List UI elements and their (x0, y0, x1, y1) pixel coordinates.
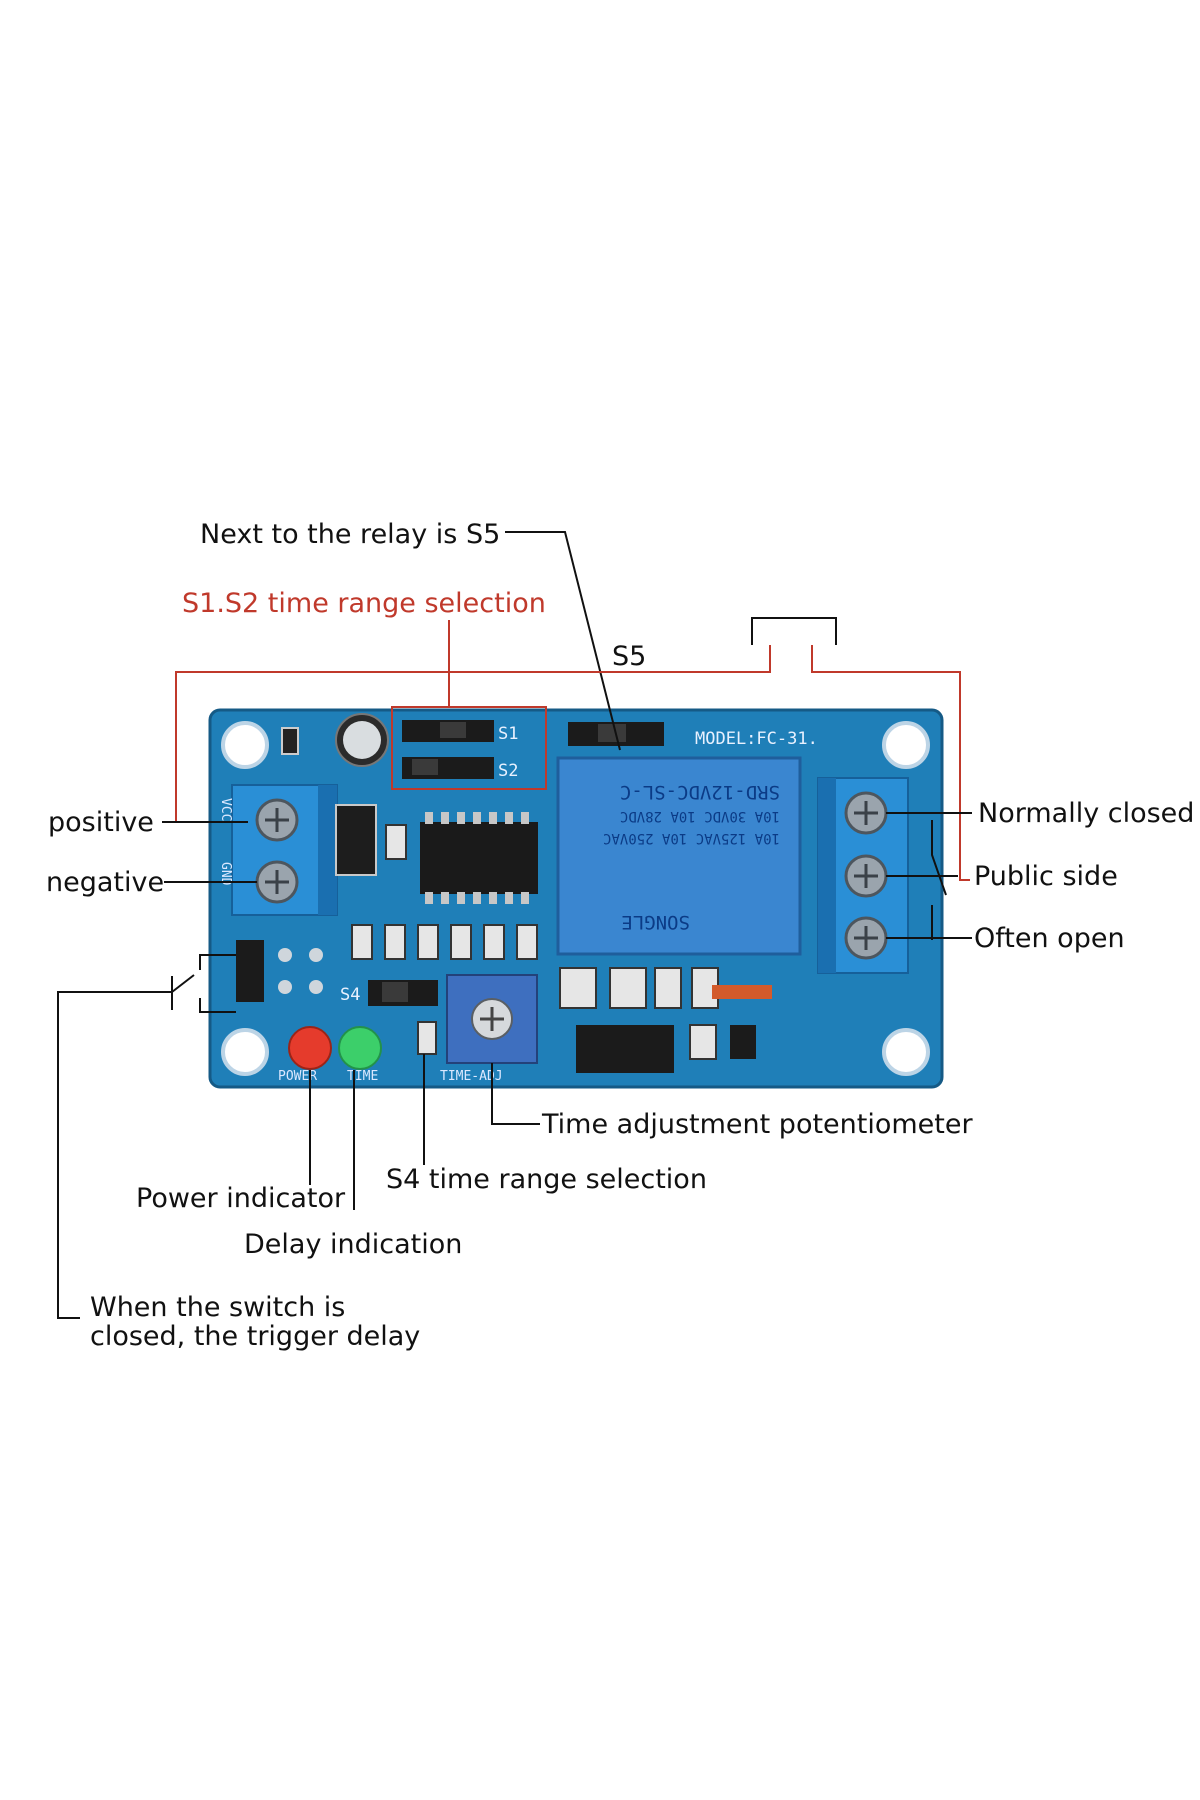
power-silk: POWER (278, 1069, 317, 1084)
s1-s2-jumpers (402, 720, 494, 779)
external-contact-symbol (931, 820, 947, 940)
relay (556, 756, 802, 956)
trigger-leader (57, 991, 172, 1319)
lower-right-components (559, 967, 772, 1073)
model-label: MODEL:FC-31. (695, 729, 818, 749)
relay-model: SRD-12VDC-SL-C (620, 781, 780, 803)
mounting-hole (221, 1028, 269, 1076)
time-adj-silk: TIME-ADJ (440, 1069, 503, 1084)
relay-switch-symbol (751, 617, 837, 645)
trigger-header (236, 940, 323, 1002)
public-side-label: Public side (974, 861, 1118, 892)
time-silk: TIME (347, 1069, 378, 1084)
input-terminal-block (231, 784, 338, 916)
relay-rating-1: 10A 30VDC 10A 28VDC (620, 808, 780, 824)
s5-label: S5 (612, 641, 646, 672)
transistor (335, 804, 377, 876)
pot-leader (491, 1063, 540, 1125)
smd-resistor (385, 824, 407, 860)
switch-note-line1: When the switch is (90, 1292, 345, 1323)
gnd-silk: GND (218, 862, 233, 886)
time-adj-pot-label: Time adjustment potentiometer (541, 1109, 973, 1140)
smd-resistor (417, 1021, 437, 1055)
relay-brand: SONGLE (621, 911, 690, 933)
smd-component (281, 727, 299, 755)
delay-indication-label: Delay indication (244, 1229, 462, 1260)
s1s2-title: S1.S2 time range selection (182, 588, 546, 619)
vcc-silk: VCC (218, 798, 233, 821)
relay-rating-2: 10A 125VAC 10A 250VAC (603, 830, 780, 846)
positive-label: positive (48, 807, 154, 838)
s5-note-leader (505, 531, 621, 751)
smd-row (351, 924, 538, 960)
s4-range-label: S4 time range selection (386, 1164, 707, 1195)
mounting-hole (882, 1028, 930, 1076)
s1-silk: S1 (498, 724, 518, 744)
often-open-label: Often open (974, 923, 1125, 954)
s4-silk: S4 (340, 985, 360, 1005)
time-led (338, 1026, 382, 1070)
power-led (288, 1026, 332, 1070)
power-indicator-label: Power indicator (136, 1183, 346, 1214)
normally-closed-label: Normally closed (978, 798, 1194, 829)
output-terminal-block (817, 777, 909, 974)
capacitor (335, 713, 389, 767)
s2-silk: S2 (498, 761, 518, 781)
switch-note-line2: closed, the trigger delay (90, 1321, 420, 1352)
timer-ic (420, 812, 538, 904)
negative-label: negative (46, 867, 164, 898)
s5-note-label: Next to the relay is S5 (200, 519, 500, 550)
public-side-bracket (811, 645, 970, 881)
mounting-hole (882, 721, 930, 769)
s1-s2-highlight-box (391, 706, 547, 790)
time-adj-potentiometer (446, 974, 538, 1064)
mounting-hole (221, 721, 269, 769)
s4-jumper (368, 980, 438, 1006)
